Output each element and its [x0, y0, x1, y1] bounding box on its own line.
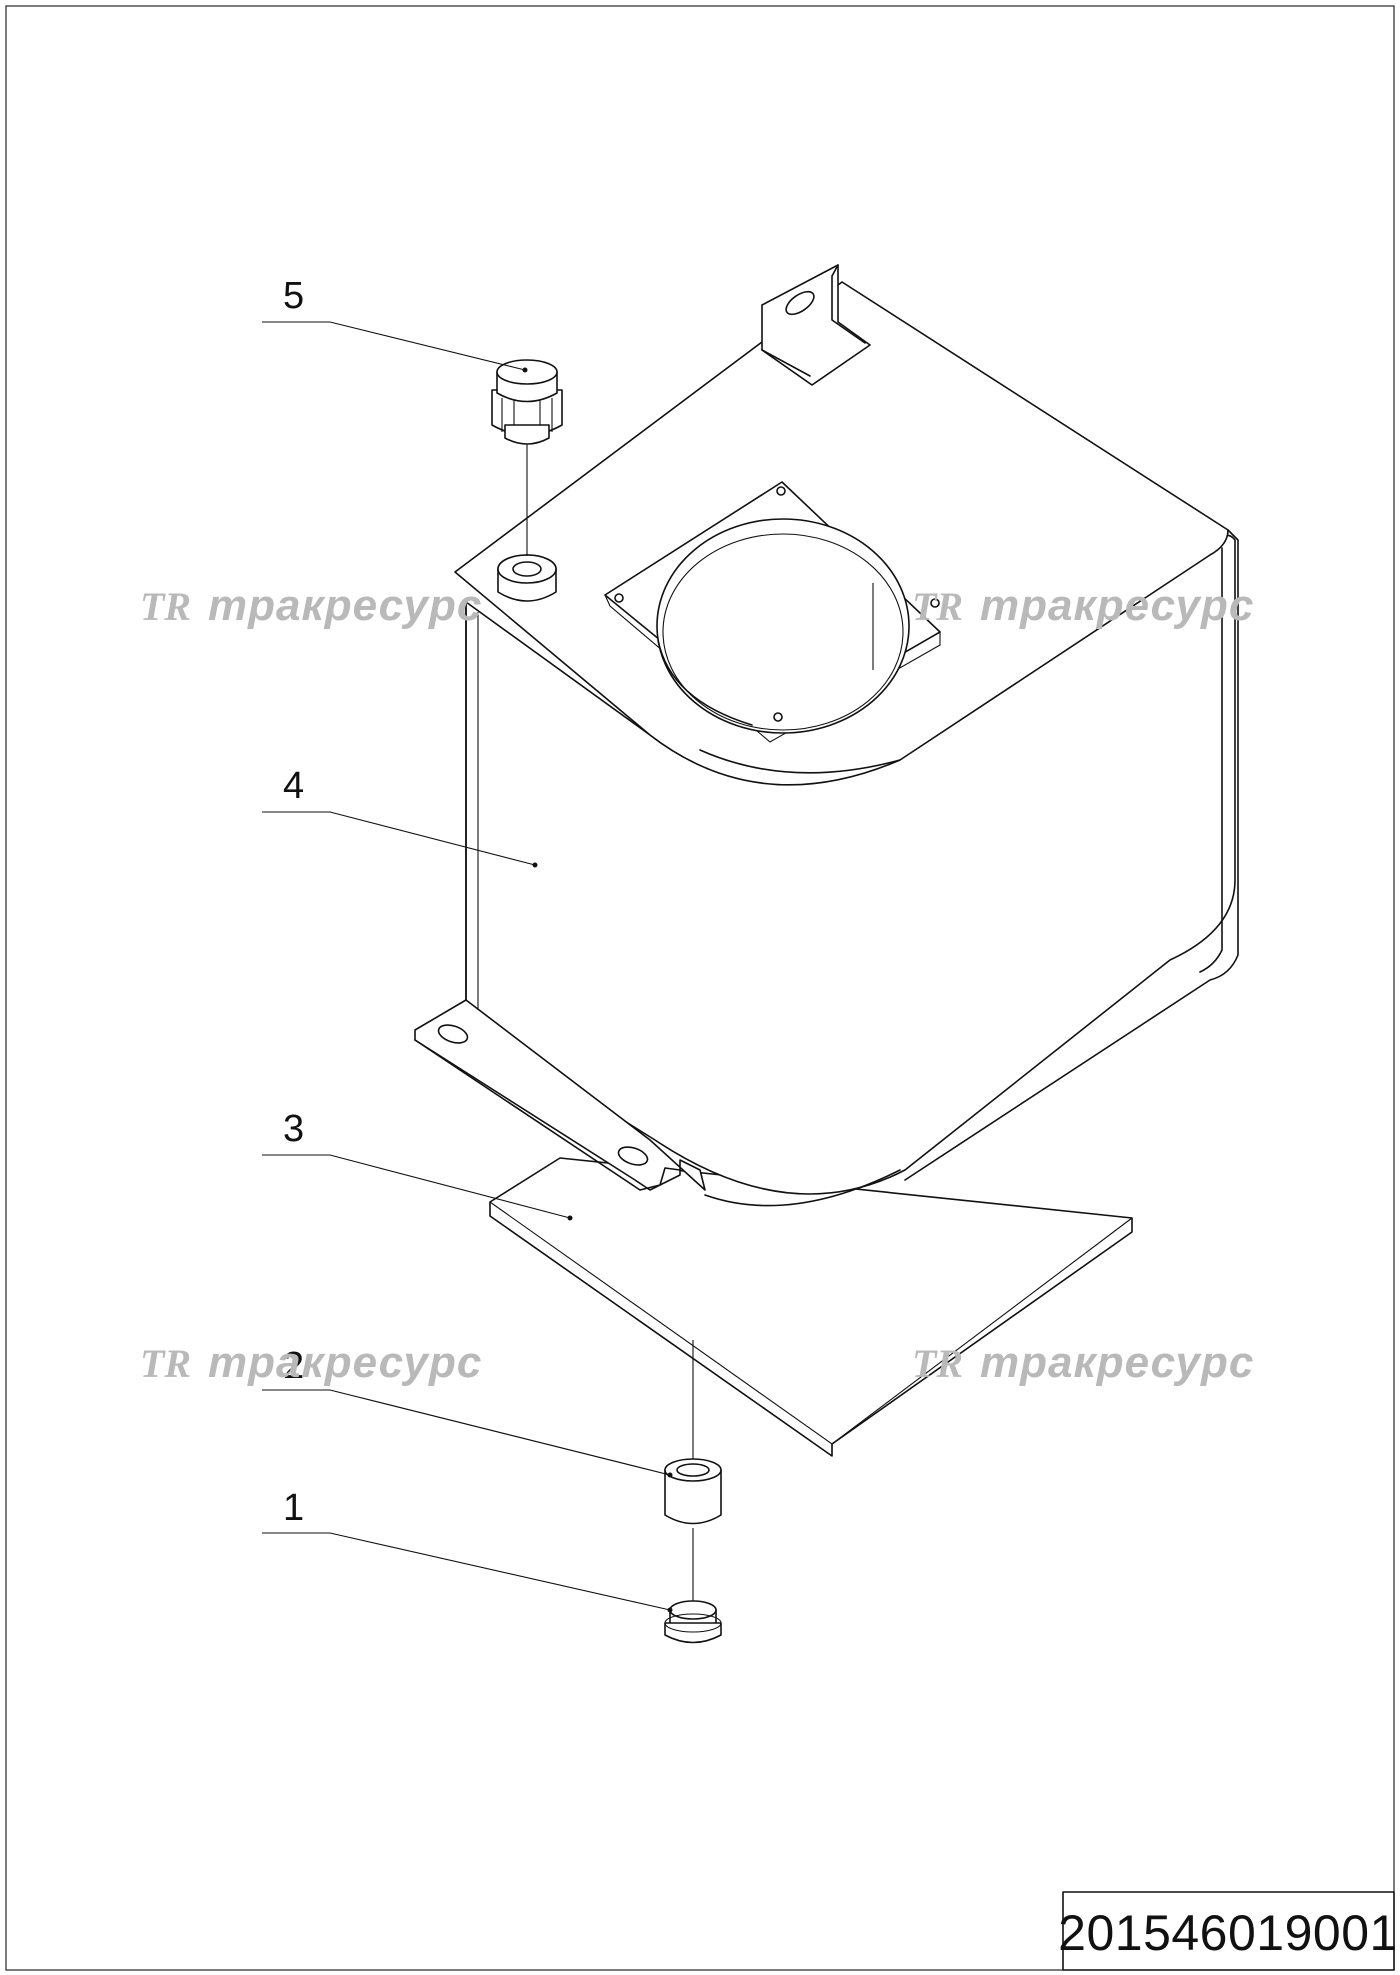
watermark-logo: TR	[912, 1341, 963, 1386]
callout-1: 1	[283, 1487, 304, 1529]
watermark-text: тракресурс	[980, 1338, 1254, 1387]
callout-3: 3	[283, 1108, 304, 1150]
callouts: 5 4 3 2 1	[283, 275, 304, 1529]
watermark-top-right: TR тракресурс	[912, 581, 1254, 630]
leader-lines	[262, 321, 673, 1613]
flange-hole-icon	[617, 1146, 649, 1166]
callout-2: 2	[283, 1345, 304, 1387]
watermark-bottom-left: TR тракресурс	[140, 1338, 482, 1387]
watermark-logo: TR	[140, 1341, 191, 1386]
drawing-number: 201546019001	[1058, 1905, 1398, 1961]
part-1-drain-plug	[664, 1600, 722, 1644]
part-5-breather-cap	[491, 359, 563, 556]
watermark-text: тракресурс	[208, 1338, 482, 1387]
watermark-logo: TR	[912, 584, 963, 629]
tab-slot-icon	[785, 290, 815, 316]
watermark-top-left: TR тракресурс	[140, 581, 482, 630]
callout-5: 5	[283, 275, 304, 317]
drawing-number-box: 201546019001	[1058, 1891, 1398, 1971]
part-3-base-plate	[489, 1157, 1133, 1457]
filler-opening	[656, 518, 910, 734]
sheet-border	[5, 5, 1395, 1971]
callout-4: 4	[283, 765, 304, 807]
flange-hole-icon	[437, 1024, 469, 1044]
part-2-coupling	[664, 1340, 722, 1605]
watermark-logo: TR	[140, 584, 191, 629]
part-4-tank-body	[414, 264, 1239, 1207]
watermark-text: тракресурс	[208, 581, 482, 630]
watermark-text: тракресурс	[980, 581, 1254, 630]
watermark-bottom-right: TR тракресурс	[912, 1338, 1254, 1387]
